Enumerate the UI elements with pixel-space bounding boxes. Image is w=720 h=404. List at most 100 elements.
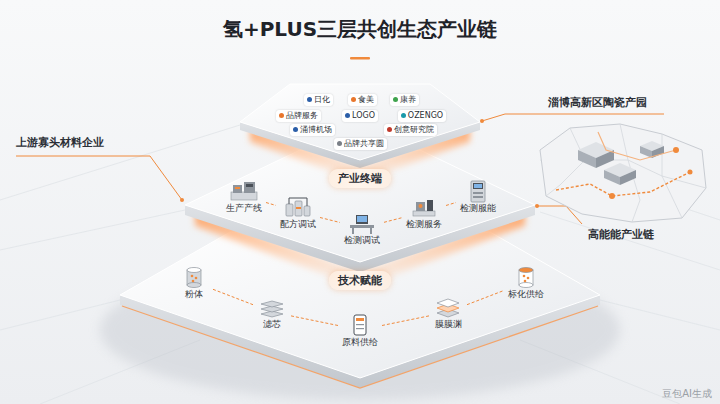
node-label: 标化供给	[508, 289, 544, 300]
icon-part	[187, 267, 201, 272]
equipment-item: 检测服能	[458, 178, 498, 215]
icon-part	[295, 201, 302, 216]
building-block-part	[640, 146, 652, 158]
logo-text: 涌博机场	[300, 125, 332, 135]
logo-mark	[387, 127, 392, 132]
icon-part	[195, 276, 198, 279]
dashed-connector	[446, 203, 456, 206]
node-label: 检测服能	[460, 203, 496, 214]
icon-part	[437, 299, 459, 307]
icon-part	[304, 206, 310, 216]
building-block-part	[596, 150, 614, 168]
equipment-item: 滤芯	[255, 294, 289, 331]
item-icon	[433, 295, 463, 319]
equipment-item: 粉体	[177, 264, 211, 301]
building-block-part	[620, 170, 636, 185]
callout-text: 高能能产业链	[588, 228, 654, 241]
leader-line-part	[180, 198, 184, 202]
equipment-item: 原料供给	[340, 312, 380, 349]
callout-label: 豆包AI生成	[662, 387, 712, 401]
icon-part	[370, 228, 372, 234]
item-icon	[463, 179, 493, 203]
callout-text: 淄博高新区陶瓷产园	[548, 96, 647, 109]
layer-band: 技术赋能	[329, 271, 391, 290]
map-illustration	[540, 124, 706, 222]
icon-part	[289, 198, 307, 206]
top-platform	[240, 84, 480, 168]
logo-text: LOGO	[352, 111, 375, 121]
equipment-item: 标化供给	[506, 264, 546, 301]
dashed-connector	[384, 218, 402, 223]
logo-text: 日化	[314, 95, 330, 105]
icon-part	[471, 181, 485, 202]
callout-label: 高能能产业链	[588, 227, 654, 242]
logo-chip: 康养	[390, 94, 419, 106]
node-label: 滤芯	[263, 319, 281, 330]
logo-mark	[337, 141, 342, 146]
dashed-connector	[291, 316, 338, 326]
middle-platform	[185, 150, 535, 272]
map-illustration-part	[546, 128, 585, 196]
node-label: 检测服务	[406, 219, 442, 230]
node-label: 原料供给	[342, 337, 378, 348]
icon-part	[352, 228, 354, 234]
icon-part	[427, 200, 433, 211]
item-icon	[409, 195, 439, 219]
icon-part	[523, 274, 526, 277]
logo-text: 食美	[358, 95, 374, 105]
logo-chip: 品牌共享圆	[334, 138, 387, 150]
background-grid-part	[0, 125, 240, 200]
logo-mark	[279, 113, 284, 118]
leader-line-part	[16, 156, 182, 200]
item-icon	[283, 195, 313, 219]
node-label: 检测调试	[344, 235, 380, 246]
building-block-part	[578, 150, 596, 168]
logo-text: 品牌共享圆	[344, 139, 384, 149]
map-illustration-part	[556, 172, 690, 196]
icon-part	[413, 211, 435, 216]
leader-line-part	[535, 204, 539, 208]
dashed-connector	[467, 290, 504, 304]
dashed-connector	[266, 203, 276, 206]
logo-chip: OZENGO	[398, 110, 446, 122]
icon-part	[474, 184, 482, 188]
top-platform-part	[240, 84, 480, 160]
background-grid-part	[0, 210, 185, 250]
logo-text: 创意研究院	[394, 125, 434, 135]
logo-chip: LOGO	[342, 110, 378, 122]
item-icon	[345, 313, 375, 337]
item-icon	[179, 265, 209, 289]
icon-part	[519, 282, 533, 287]
icon-part	[246, 184, 253, 187]
icon-part	[357, 216, 367, 222]
icon-part	[231, 192, 257, 200]
icon-part	[419, 204, 423, 208]
leader-line-part	[480, 119, 484, 123]
map-illustration-part	[688, 170, 693, 175]
node-label: 技术赋能	[338, 273, 382, 288]
icon-part	[524, 279, 527, 282]
equipment-item: 检测调试	[342, 210, 382, 247]
diagram-title: 氢+PLUS三层共创生态产业链	[0, 16, 720, 43]
logo-mark	[401, 113, 406, 118]
icon-part	[350, 225, 374, 228]
logo-chip: 日化	[304, 94, 333, 106]
icon-part	[473, 196, 483, 198]
icon-part	[286, 204, 293, 216]
icon-part	[473, 192, 483, 194]
node-label: 产业终端	[338, 171, 382, 186]
callout-label: 上游寡头材料企业	[16, 135, 104, 150]
icon-part	[473, 183, 483, 189]
dashed-connector	[213, 289, 253, 304]
map-illustration-part	[585, 160, 640, 222]
callout-text: 豆包AI生成	[662, 388, 712, 399]
logo-chip: 食美	[348, 94, 377, 106]
icon-part	[233, 185, 242, 193]
logo-mark	[393, 97, 398, 102]
icon-part	[356, 215, 368, 224]
icon-part	[356, 328, 364, 329]
title-underline	[350, 57, 370, 60]
node-label: 粉体	[185, 289, 203, 300]
node-label: 生产产线	[226, 203, 262, 214]
